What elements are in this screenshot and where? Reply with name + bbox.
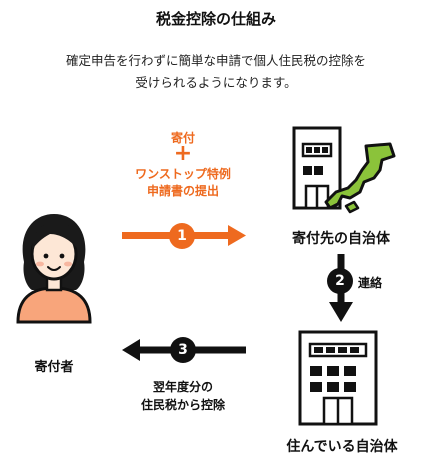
step1-label-line-1: ワンストップ特例 (135, 167, 231, 181)
subtitle-line-2: 受けられるようになります。 (135, 75, 297, 90)
destination-municipality-label: 寄付先の自治体 (292, 231, 390, 247)
step2-number-badge: 2 (327, 268, 353, 294)
subtitle-line-1: 確定申告を行わずに簡単な申請で個人住民税の控除を (65, 53, 366, 68)
page-subtitle: 確定申告を行わずに簡単な申請で個人住民税の控除を 受けられるようになります。 (24, 50, 408, 94)
step3-label: 翌年度分の 住民税から控除 (108, 378, 258, 414)
step3-label-line-2: 住民税から控除 (140, 398, 225, 412)
home-building-icon (298, 330, 378, 426)
step1-label-donation: 寄付 (170, 131, 195, 145)
japan-map-icon (324, 142, 396, 214)
step3-number-badge: 3 (170, 337, 196, 363)
step1-number-badge: 1 (169, 223, 195, 249)
page-title: 税金控除の仕組み (155, 10, 276, 28)
home-municipality-label: 住んでいる自治体 (286, 439, 398, 455)
destination-building-icon (292, 126, 396, 214)
donor-label: 寄付者 (34, 360, 74, 375)
step2-label: 連絡 (358, 276, 383, 290)
step1-label-line-2: 申請書の提出 (146, 184, 219, 198)
plus-icon: + (173, 141, 193, 166)
step3-label-line-1: 翌年度分の (152, 380, 213, 394)
donor-person-icon (16, 214, 92, 324)
step1-label-application: ワンストップ特例 申請書の提出 (108, 166, 258, 200)
